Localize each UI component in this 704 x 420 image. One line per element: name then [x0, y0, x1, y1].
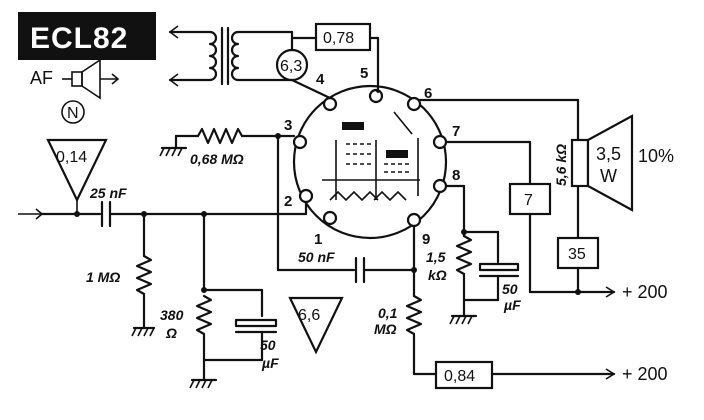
n-circle [61, 100, 85, 124]
pin-3: 3 [284, 117, 292, 134]
input-level-triangle [46, 138, 108, 203]
plate-load-value: 0,1 [378, 305, 398, 321]
ground-icon [189, 378, 218, 389]
supply-box [434, 360, 494, 390]
pentode-cathode-cap [478, 262, 520, 272]
mid-level: 6,6 [298, 307, 320, 324]
ground-icon [131, 326, 156, 337]
input-level: 0,14 [56, 149, 87, 166]
cathode-resistor-value: 380 [160, 307, 184, 323]
filament-voltage: 6,3 [280, 58, 302, 75]
pin-6: 6 [424, 85, 432, 102]
supply-2-label: + 200 [622, 364, 668, 384]
plate-resistor [196, 127, 244, 145]
pin-5: 5 [360, 65, 368, 82]
ground-icon [449, 314, 478, 325]
tube-envelope [292, 84, 448, 240]
cathode-cap-unit: µF [261, 355, 279, 371]
pentode-cathode-cap-value: 50 [502, 281, 518, 297]
plate-load-resistor [405, 294, 423, 336]
ground-icon [159, 146, 188, 157]
coupling-cap-label: 25 nF [89, 185, 127, 201]
pentode-cathode-res-value: 1,5 [426, 249, 446, 265]
screen-resistor-label: 5,6 kΩ [553, 144, 569, 186]
mid-level-triangle [288, 296, 344, 355]
distortion-label: 10% [638, 146, 674, 166]
output-transformer [168, 25, 294, 87]
grid-resistor [135, 254, 153, 296]
speaker-icon [62, 58, 120, 100]
cathode-cap-value: 50 [260, 337, 276, 353]
cathode-resistor [195, 294, 213, 336]
cathode-resistor-unit: Ω [165, 325, 177, 341]
speaker-power-unit: W [600, 166, 617, 186]
title-block [18, 12, 156, 60]
speaker-output-icon [570, 114, 634, 212]
pin-2: 2 [284, 193, 292, 210]
cathode-cap [234, 318, 278, 328]
pin-4: 4 [316, 71, 325, 88]
box-35-label: 35 [568, 246, 586, 263]
n-label: N [67, 105, 79, 122]
supply-box-label: 0,84 [444, 368, 475, 385]
interstage-cap-label: 50 nF [298, 249, 335, 265]
grid-resistor-label: 1 MΩ [86, 269, 120, 285]
supply-1-label: + 200 [622, 282, 668, 302]
plate-load-unit: MΩ [374, 321, 397, 337]
pin-1: 1 [314, 231, 322, 248]
pentode-cathode-cap-unit: µF [503, 297, 521, 313]
plate-resistor-label: 0,68 MΩ [190, 151, 244, 167]
pin-8: 8 [452, 167, 460, 184]
tube-internals [322, 111, 420, 202]
af-label: AF [30, 68, 53, 88]
pin5-box-label: 0,78 [323, 30, 354, 47]
pentode-cathode-res-unit: kΩ [428, 267, 447, 283]
speaker-power-value: 3,5 [596, 144, 621, 164]
screen-box [508, 182, 552, 216]
screen-box-label: 7 [524, 192, 533, 209]
pin-9: 9 [422, 231, 430, 248]
pin5-box [314, 22, 372, 52]
pin-7: 7 [452, 123, 460, 140]
title: ECL82 [30, 22, 128, 55]
pentode-cathode-resistor [455, 234, 473, 276]
